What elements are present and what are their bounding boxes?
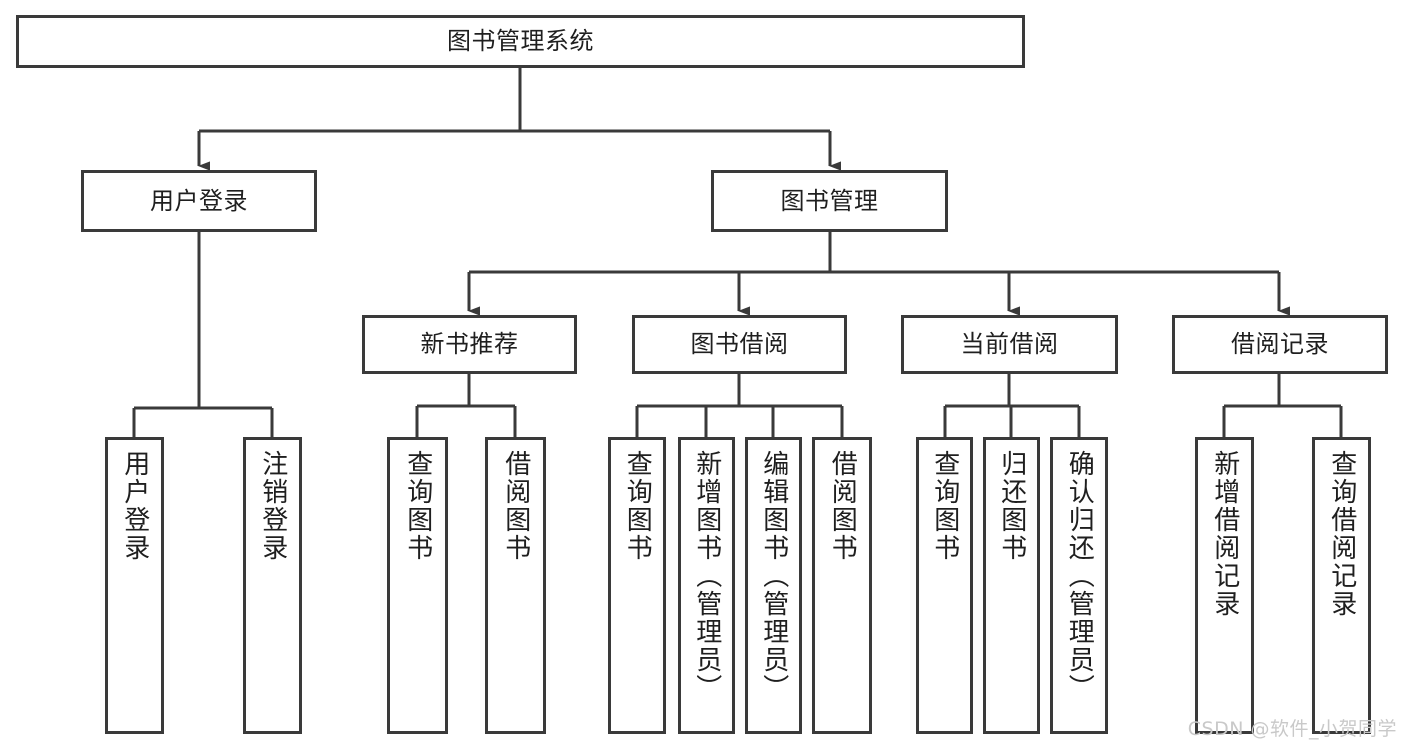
node-label: 用户登录 — [150, 186, 248, 215]
node-label: 借阅图书 — [827, 450, 858, 562]
node-leaf-borrow-book-2[interactable]: 借阅图书 — [812, 437, 872, 734]
node-leaf-query-book-2[interactable]: 查询图书 — [608, 437, 666, 734]
node-borrow-record[interactable]: 借阅记录 — [1172, 315, 1388, 374]
node-leaf-add-book[interactable]: 新增图书（管理员） — [678, 437, 735, 734]
node-leaf-query-book-3[interactable]: 查询图书 — [916, 437, 973, 734]
node-leaf-return-book[interactable]: 归还图书 — [983, 437, 1040, 734]
node-book-manage[interactable]: 图书管理 — [711, 170, 948, 232]
node-label: 查询借阅记录 — [1326, 450, 1357, 618]
node-label: 当前借阅 — [960, 330, 1059, 359]
node-label: 新增借阅记录 — [1209, 450, 1240, 618]
node-label: 用户登录 — [119, 450, 150, 562]
node-label: 编辑图书（管理员） — [758, 450, 789, 702]
node-leaf-add-record[interactable]: 新增借阅记录 — [1195, 437, 1254, 734]
node-leaf-query-record[interactable]: 查询借阅记录 — [1312, 437, 1371, 734]
node-current-borrow[interactable]: 当前借阅 — [901, 315, 1118, 374]
node-label: 查询图书 — [402, 450, 433, 562]
node-label: 确认归还（管理员） — [1064, 450, 1095, 702]
node-new-book-recommend[interactable]: 新书推荐 — [362, 315, 577, 374]
node-leaf-logout-login[interactable]: 注销登录 — [243, 437, 302, 734]
node-label: 新书推荐 — [420, 330, 519, 359]
node-label: 图书管理 — [780, 186, 879, 215]
node-leaf-edit-book[interactable]: 编辑图书（管理员） — [745, 437, 802, 734]
node-leaf-borrow-book-1[interactable]: 借阅图书 — [485, 437, 546, 734]
node-user-login[interactable]: 用户登录 — [81, 170, 317, 232]
node-leaf-user-login[interactable]: 用户登录 — [105, 437, 164, 734]
node-leaf-confirm-return[interactable]: 确认归还（管理员） — [1050, 437, 1108, 734]
node-label: 图书管理系统 — [447, 27, 594, 56]
watermark-text: CSDN @软件_小贺同学 — [1187, 718, 1397, 740]
node-label: 查询图书 — [929, 450, 960, 562]
node-label: 图书借阅 — [690, 330, 789, 359]
node-label: 注销登录 — [257, 450, 288, 562]
node-label: 新增图书（管理员） — [691, 450, 722, 702]
node-label: 查询图书 — [622, 450, 653, 562]
node-root-system[interactable]: 图书管理系统 — [16, 15, 1025, 68]
node-label: 借阅图书 — [500, 450, 531, 562]
node-book-borrow[interactable]: 图书借阅 — [632, 315, 847, 374]
node-label: 借阅记录 — [1231, 330, 1329, 359]
node-label: 归还图书 — [996, 450, 1027, 562]
node-leaf-query-book-1[interactable]: 查询图书 — [387, 437, 448, 734]
